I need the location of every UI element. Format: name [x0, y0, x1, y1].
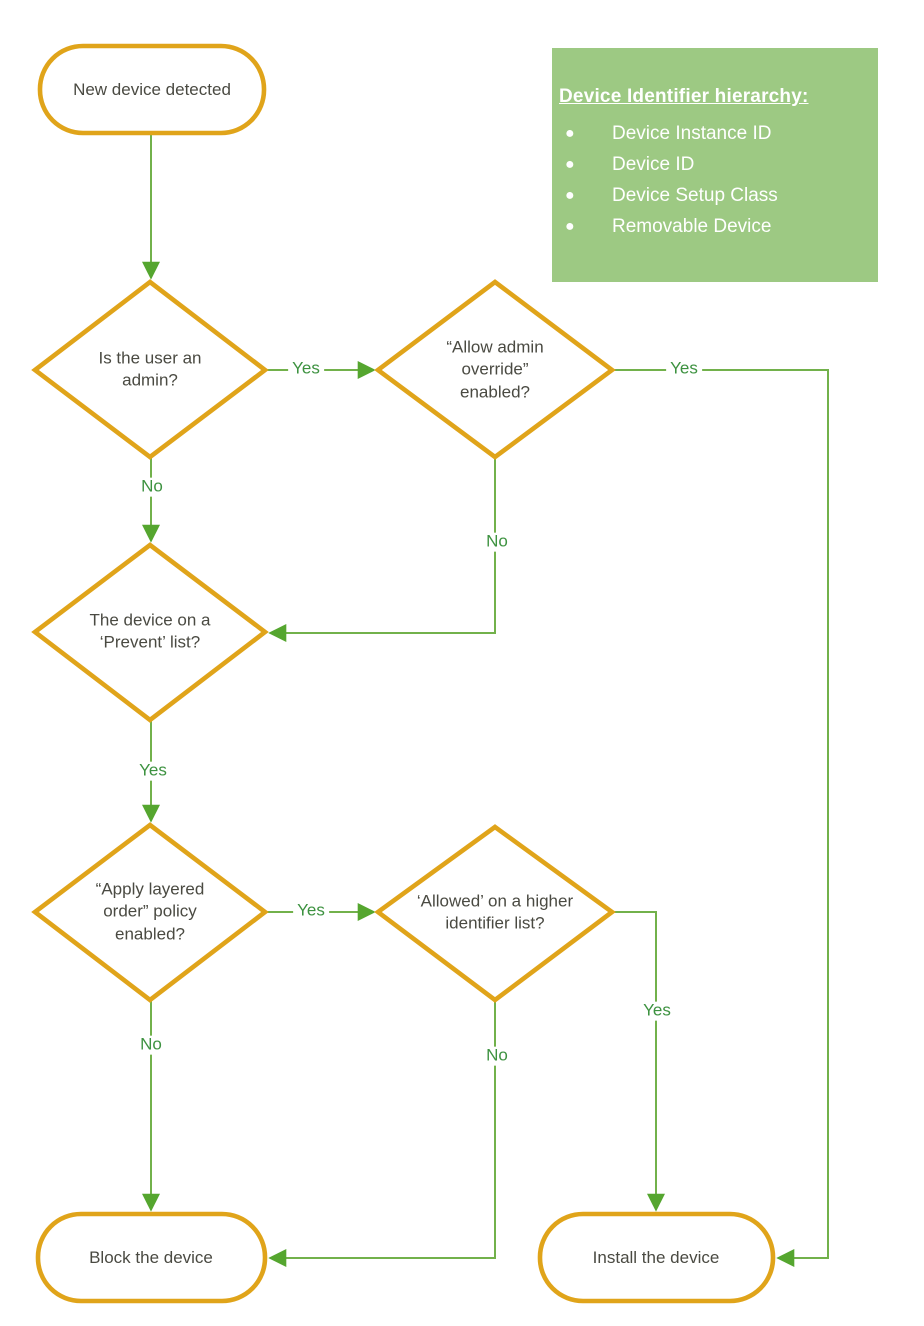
node-layered-shape	[31, 822, 269, 1003]
node-start-label: New device detected	[73, 79, 231, 99]
node-layered-label: “Apply layered order” policy enabled?	[95, 879, 205, 944]
edge-allowed-install-yes	[613, 911, 665, 1212]
edge-label-override-yes: Yes	[666, 359, 702, 379]
legend-item: ● Device Instance ID	[552, 118, 878, 149]
node-prevent-shape	[31, 542, 269, 723]
legend-item-label: Device ID	[612, 153, 695, 175]
bullet-icon: ●	[565, 217, 575, 235]
edge-override-install-yes	[613, 369, 829, 1267]
edge-override-prevent-no	[268, 458, 496, 642]
edge-label-admin-yes: Yes	[288, 359, 324, 379]
legend-item: ● Removable Device	[552, 211, 878, 242]
edge-label-prevent-yes: Yes	[135, 761, 171, 781]
node-block-shape	[35, 1211, 268, 1304]
legend-device-identifier-hierarchy: Device Identifier hierarchy: ● Device In…	[552, 48, 878, 282]
edge-label-allowed-yes: Yes	[639, 1001, 675, 1021]
legend-title: Device Identifier hierarchy:	[559, 86, 809, 107]
edge-label-allowed-no: No	[482, 1046, 512, 1066]
legend-item-label: Device Instance ID	[612, 122, 772, 144]
node-install-shape	[537, 1211, 776, 1304]
node-block-label: Block the device	[89, 1247, 213, 1267]
edge-label-override-no: No	[482, 532, 512, 552]
legend-item-label: Removable Device	[612, 215, 772, 237]
bullet-icon: ●	[565, 124, 575, 142]
bullet-icon: ●	[565, 186, 575, 204]
node-admin-label: Is the user an admin?	[98, 348, 202, 390]
node-install-label: Install the device	[592, 1247, 720, 1267]
node-allowed-shape	[374, 824, 616, 1003]
bullet-icon: ●	[565, 155, 575, 173]
edge-label-layered-no: No	[136, 1035, 166, 1055]
edge-label-admin-no: No	[137, 477, 167, 497]
legend-item: ● Device ID	[552, 149, 878, 180]
legend-item-label: Device Setup Class	[612, 184, 778, 206]
legend-item: ● Device Setup Class	[552, 180, 878, 211]
node-admin-shape	[31, 279, 269, 460]
node-override-label: “Allow admin override” enabled?	[446, 337, 544, 402]
node-start-shape	[37, 43, 267, 136]
node-prevent-label: The device on a ‘Prevent’ list?	[89, 610, 211, 652]
node-override-shape	[374, 279, 616, 460]
node-allowed-label: ‘Allowed’ on a higher identifier list?	[416, 891, 574, 933]
edge-label-layered-yes: Yes	[293, 901, 329, 921]
edge-allowed-block-no	[268, 1001, 496, 1267]
